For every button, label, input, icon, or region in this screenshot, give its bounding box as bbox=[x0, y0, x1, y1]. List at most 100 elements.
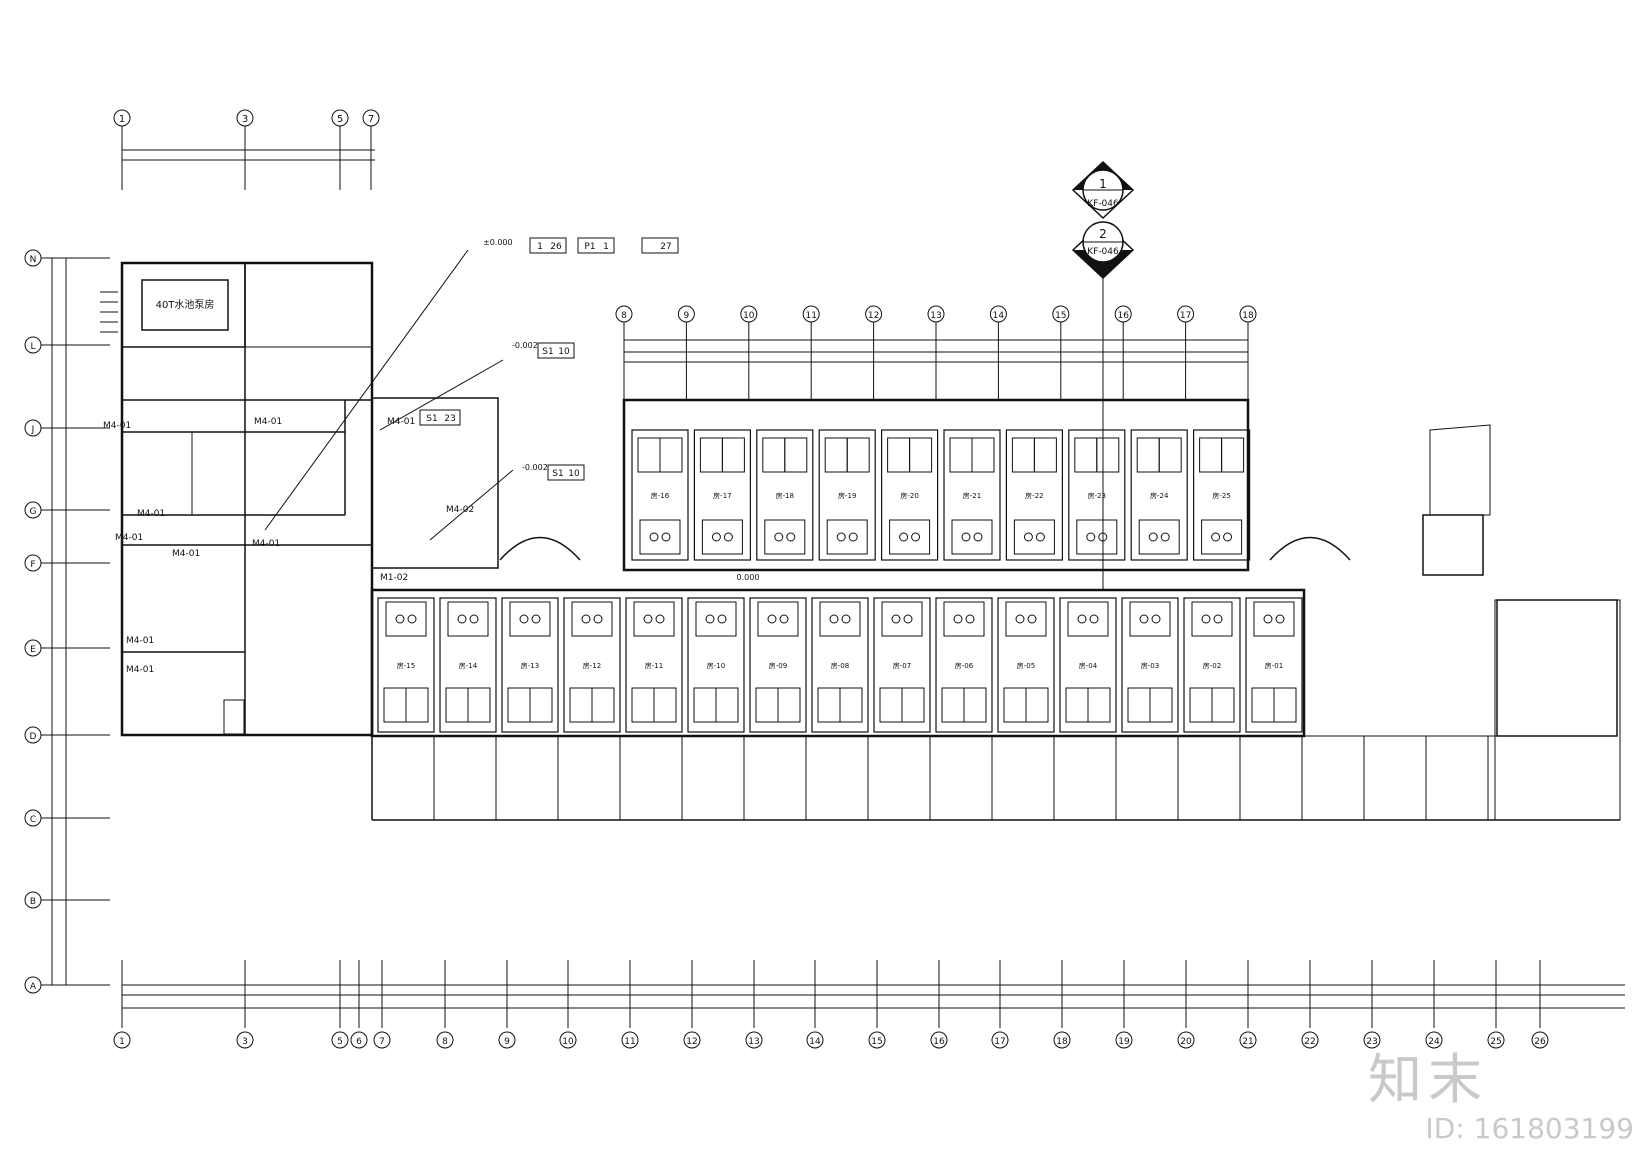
grid-upper-16: 16 bbox=[1114, 305, 1132, 323]
grid-bottom-17: 17 bbox=[991, 1031, 1009, 1049]
room-upper-7: 房-22 bbox=[1005, 429, 1064, 561]
door-label-m4-02: M4-02 bbox=[446, 505, 474, 515]
grid-upper-16-label: 16 bbox=[1117, 311, 1129, 321]
grid-upper-12-label: 12 bbox=[868, 311, 879, 321]
room-lower-11: 房-05 bbox=[997, 597, 1055, 733]
grid-left-c-label: C bbox=[30, 815, 36, 825]
room-lower-4: 房-12 bbox=[563, 597, 621, 733]
door-label-m1-02: M1-02 bbox=[380, 573, 408, 583]
callout-1d: 1 bbox=[603, 242, 609, 252]
callout-2: -0.002 S1 10 bbox=[512, 341, 575, 359]
callout-3b: 23 bbox=[444, 414, 455, 424]
room-upper-4: 房-19 bbox=[818, 429, 876, 561]
top-dimension-strip bbox=[121, 120, 375, 190]
grid-left-g-label: G bbox=[30, 507, 37, 517]
grid-left-l-label: L bbox=[30, 342, 35, 352]
grid-bottom-16: 16 bbox=[930, 1031, 948, 1049]
leader-lines bbox=[264, 249, 514, 541]
grid-bottom-21: 21 bbox=[1239, 1031, 1257, 1049]
grid-upper-9: 9 bbox=[677, 305, 695, 323]
level-mark-1: ±0.000 bbox=[483, 238, 513, 247]
room-lower-5-label: 房-11 bbox=[645, 661, 663, 670]
grid-upper-13-label: 13 bbox=[930, 311, 941, 321]
grid-upper-14: 14 bbox=[989, 305, 1007, 323]
room-upper-7-label: 房-22 bbox=[1025, 491, 1043, 500]
grid-left-n-label: N bbox=[30, 255, 37, 265]
callout-1: ±0.000 1 26 P1 1 27 bbox=[483, 237, 679, 254]
grid-upper-12: 12 bbox=[865, 305, 883, 323]
room-upper-4-label: 房-19 bbox=[838, 491, 856, 500]
grid-left-b: B bbox=[24, 891, 42, 909]
room-lower-6-label: 房-10 bbox=[707, 661, 725, 670]
callout-1b: 26 bbox=[550, 242, 562, 252]
grid-bottom-22-label: 22 bbox=[1304, 1037, 1315, 1047]
grid-bottom-12: 12 bbox=[683, 1031, 701, 1049]
grid-bottom-18: 18 bbox=[1053, 1031, 1071, 1049]
door-label-m4-01-d: M4-01 bbox=[115, 533, 143, 543]
grid-top-1: 1 bbox=[119, 114, 125, 125]
lower-column-lines bbox=[371, 736, 1489, 820]
section-markers: 1 KF-046 2 KF-046 bbox=[1071, 160, 1135, 590]
grid-bottom-9-label: 9 bbox=[504, 1037, 510, 1047]
room-upper-8-label: 房-23 bbox=[1088, 491, 1106, 500]
grid-bottom-1-label: 1 bbox=[119, 1037, 125, 1047]
grid-bottom-17-label: 17 bbox=[994, 1037, 1005, 1047]
level-mark-4: 0.000 bbox=[737, 573, 760, 582]
room-lower-3: 房-13 bbox=[501, 597, 559, 733]
room-lower-13: 房-03 bbox=[1121, 597, 1179, 733]
section-2-num: 2 bbox=[1099, 227, 1107, 241]
section-1-sheet: KF-046 bbox=[1087, 199, 1119, 209]
grid-bottom-26: 26 bbox=[1531, 1031, 1549, 1049]
grid-bottom-11: 11 bbox=[621, 1031, 639, 1049]
grid-top-7: 7 bbox=[368, 114, 374, 125]
grid-upper-9-label: 9 bbox=[684, 311, 690, 321]
grid-upper-15: 15 bbox=[1052, 305, 1070, 323]
grid-bottom-11-label: 11 bbox=[624, 1037, 635, 1047]
callout-4b: 10 bbox=[568, 469, 580, 479]
room-upper-2-label: 房-17 bbox=[713, 491, 731, 500]
grid-bottom-10: 10 bbox=[559, 1031, 577, 1049]
grid-upper-15-label: 15 bbox=[1055, 311, 1066, 321]
room-lower-10: 房-06 bbox=[935, 597, 993, 733]
door-label-m4-01-g: M4-01 bbox=[126, 636, 154, 646]
grid-left-a-label: A bbox=[30, 982, 37, 992]
room-lower-15-label: 房-01 bbox=[1265, 661, 1283, 670]
room-lower-10-label: 房-06 bbox=[955, 661, 974, 670]
room-lower-8-label: 房-08 bbox=[831, 661, 849, 670]
room-lower-3-label: 房-13 bbox=[521, 661, 539, 670]
grid-bottom-14-label: 14 bbox=[809, 1037, 821, 1047]
grid-left-f: F bbox=[24, 554, 42, 572]
room-upper-1-label: 房-16 bbox=[651, 491, 670, 500]
room-upper-10: 房-25 bbox=[1192, 429, 1251, 561]
grid-bottom-16-label: 16 bbox=[933, 1037, 945, 1047]
main-building bbox=[370, 397, 1621, 821]
grid-bottom-25: 25 bbox=[1487, 1031, 1505, 1049]
door-labels: M4-01 M4-01 M4-01 M4-01 M4-01 M4-01 M4-0… bbox=[103, 417, 474, 675]
room-lower-1-label: 房-15 bbox=[397, 661, 415, 670]
top-grid-bubbles: 1 3 5 7 bbox=[113, 109, 380, 127]
room-upper-10-label: 房-25 bbox=[1212, 491, 1230, 500]
grid-bottom-5: 5 bbox=[331, 1031, 349, 1049]
room-lower-4-label: 房-12 bbox=[583, 661, 601, 670]
grid-bottom-7: 7 bbox=[373, 1031, 391, 1049]
grid-bottom-12-label: 12 bbox=[686, 1037, 697, 1047]
section-1-num: 1 bbox=[1099, 177, 1107, 191]
grid-bottom-19: 19 bbox=[1115, 1031, 1133, 1049]
grid-bottom-20-label: 20 bbox=[1180, 1037, 1192, 1047]
room-upper-3: 房-18 bbox=[756, 429, 814, 561]
room-lower-7: 房-09 bbox=[749, 597, 807, 733]
left-dimension-line bbox=[51, 258, 67, 985]
grid-bottom-24: 24 bbox=[1425, 1031, 1443, 1049]
grid-upper-8-label: 8 bbox=[621, 311, 627, 321]
grid-upper-17-label: 17 bbox=[1180, 311, 1191, 321]
callout-2a: S1 bbox=[542, 347, 553, 357]
grid-bottom-13-label: 13 bbox=[748, 1037, 759, 1047]
grid-left-j: J bbox=[24, 419, 42, 437]
door-label-m4-01-a: M4-01 bbox=[103, 421, 131, 431]
door-label-m4-01-b: M4-01 bbox=[254, 417, 282, 427]
room-upper-3-label: 房-18 bbox=[776, 491, 794, 500]
grid-upper-10-label: 10 bbox=[743, 311, 755, 321]
